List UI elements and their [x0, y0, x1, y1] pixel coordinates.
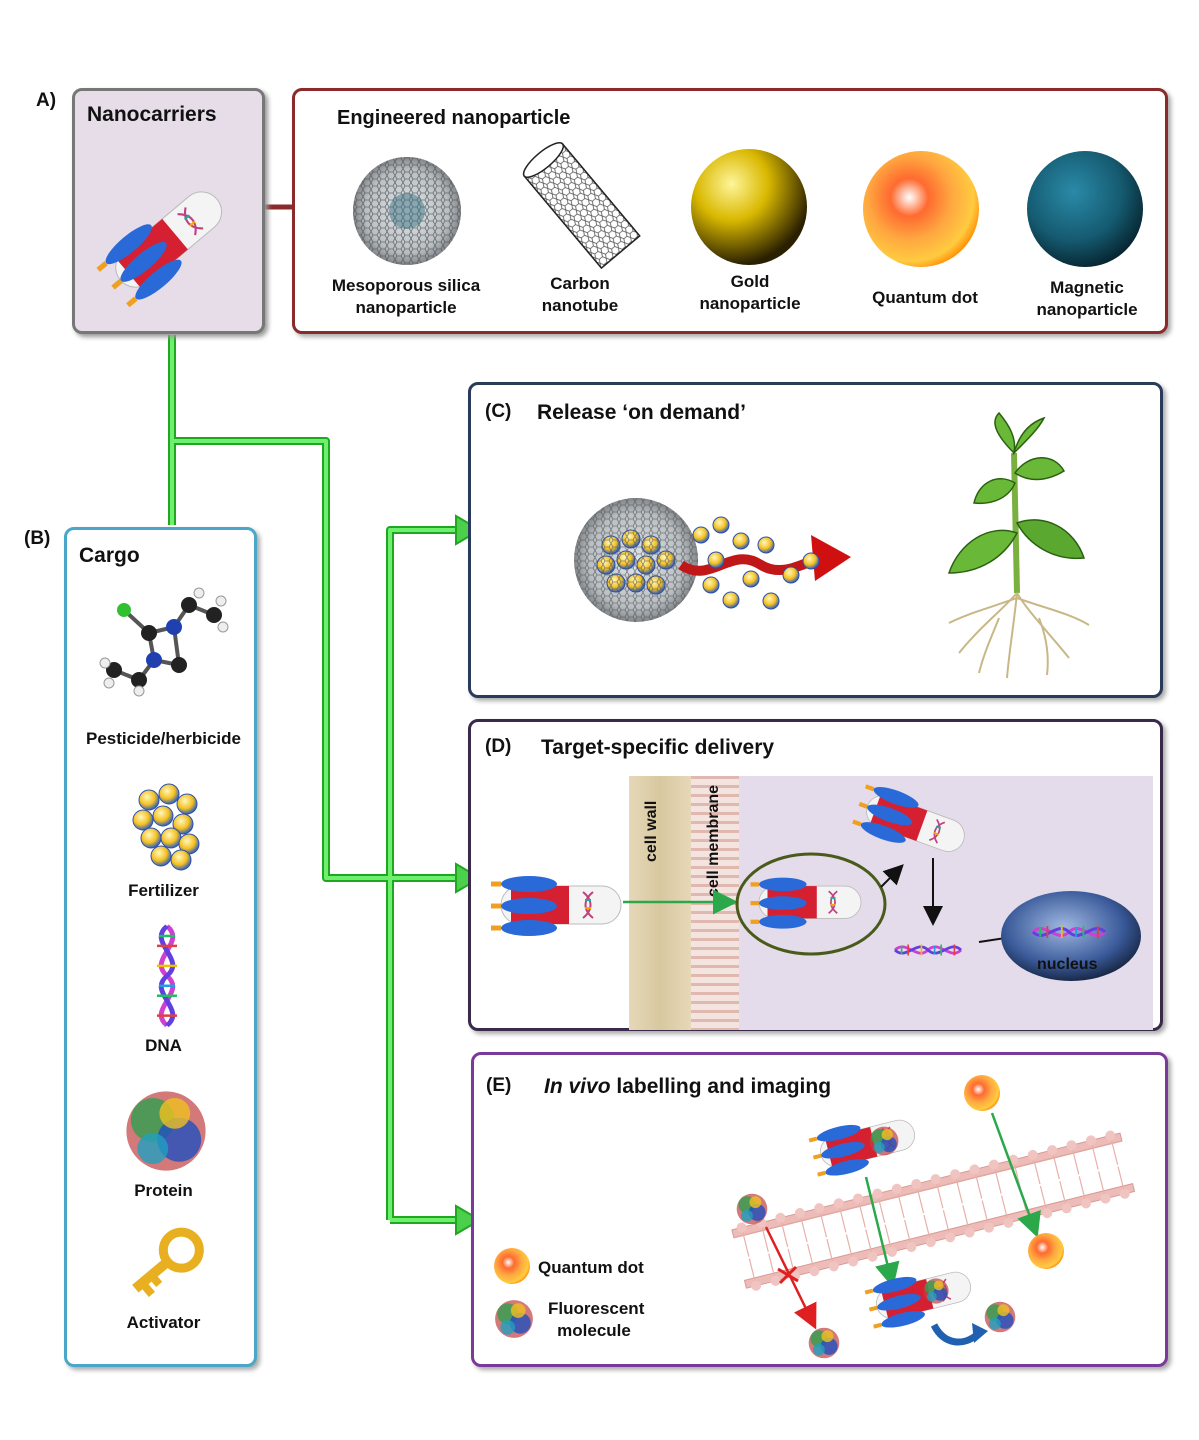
particle-label-gold: Gold nanoparticle [699, 272, 801, 313]
nucleus-label: nucleus [1037, 956, 1098, 973]
delivery-illustration [471, 722, 1141, 981]
engineered-nanoparticle-panel: Engineered nanoparticle Mesoporous silic… [292, 88, 1168, 334]
dna-icon [137, 926, 197, 1026]
nanocarriers-title: Nanocarriers [87, 103, 217, 126]
imaging-title-rest: labelling and imaging [610, 1075, 832, 1098]
cargo-label-activator: Activator [126, 1313, 201, 1332]
legend-quantum-dot-label: Quantum dot [538, 1258, 644, 1277]
mesoporous-silica-icon [353, 157, 461, 265]
release-illustration [574, 498, 851, 622]
key-icon [132, 1227, 204, 1297]
protein-icon [126, 1091, 206, 1171]
cargo-label-fertilizer: Fertilizer [128, 881, 199, 900]
carbon-nanotube-icon [522, 142, 641, 270]
quantum-dot-icon [863, 151, 979, 267]
labelling-imaging-panel: (E) In vivo labelling and imaging [471, 1052, 1168, 1367]
cargo-panel: Cargo Pesticide/herbicide [64, 527, 257, 1367]
legend-fluorescent-icon [495, 1300, 533, 1338]
legend-fluorescent-label: Fluorescent molecule [548, 1299, 645, 1340]
cargo-label-protein: Protein [134, 1181, 193, 1200]
legend-quantum-dot-icon [494, 1248, 530, 1284]
gold-nanoparticle-icon [691, 149, 807, 265]
cargo-label-pesticide: Pesticide/herbicide [86, 729, 241, 748]
panel-c-letter: (C) [485, 401, 512, 422]
panel-b-letter: (B) [24, 528, 51, 549]
panel-d-letter: (D) [485, 736, 512, 757]
delivery-title: Target-specific delivery [541, 736, 775, 759]
particle-label-nanotube: Carbon nanotube [541, 274, 619, 315]
cargo-title: Cargo [79, 544, 140, 567]
target-specific-delivery-panel: (D) Target-specific delivery cell wall c… [468, 719, 1163, 1031]
imaging-title-italic: In vivo [544, 1075, 611, 1098]
release-on-demand-panel: (C) Release ‘on demand’ [468, 382, 1163, 698]
panel-e-letter: (E) [486, 1075, 512, 1096]
magnetic-nanoparticle-icon [1027, 151, 1143, 267]
panel-a-letter: A) [36, 90, 57, 111]
engineered-title: Engineered nanoparticle [337, 107, 571, 129]
imaging-illustration [494, 1075, 1136, 1359]
particle-label-silica: Mesoporous silica nanoparticle [331, 276, 481, 317]
particle-label-magnetic: Magnetic nanoparticle [1036, 278, 1138, 319]
particle-label-quantum-dot: Quantum dot [872, 288, 978, 307]
release-title: Release ‘on demand’ [537, 401, 746, 424]
plant-icon [947, 411, 1090, 679]
cargo-label-dna: DNA [145, 1036, 182, 1055]
imaging-title: In vivo labelling and imaging [544, 1075, 831, 1099]
nanocarriers-box: Nanocarriers [72, 88, 265, 334]
nanocarrier-rocket-icon [87, 161, 257, 311]
fertilizer-icon [132, 783, 200, 871]
molecule-icon [99, 587, 229, 697]
